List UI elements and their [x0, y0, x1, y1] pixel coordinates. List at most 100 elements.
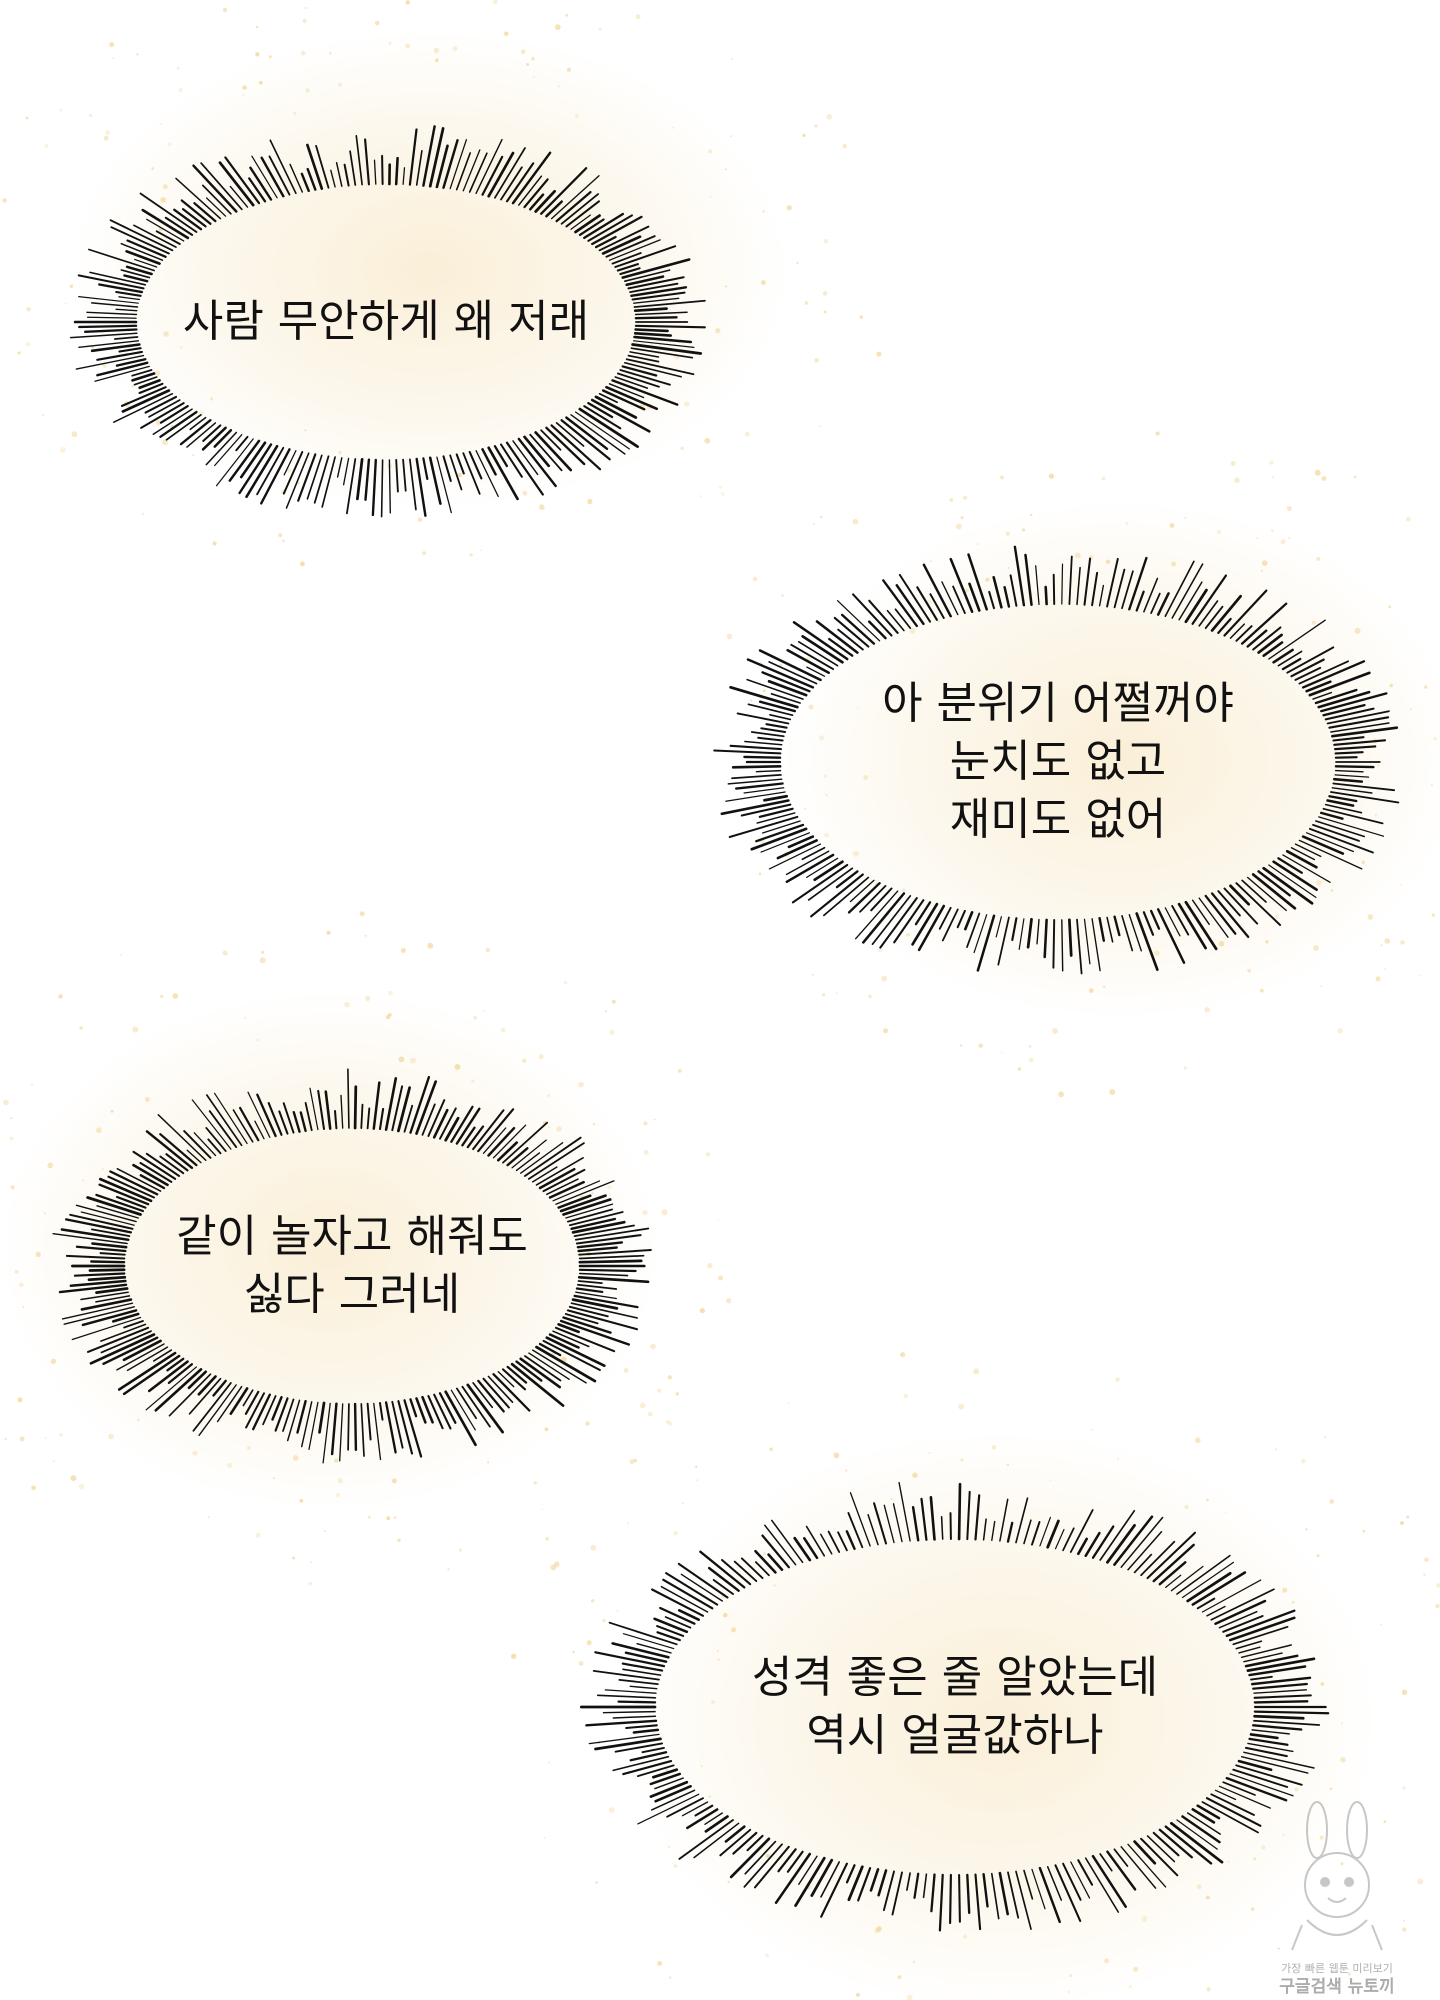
sparkle-dot [388, 41, 392, 45]
burst-line [755, 1561, 770, 1577]
sparkle-dot [159, 122, 162, 125]
sparkle-dot [447, 1568, 450, 1571]
burst-line [123, 1320, 144, 1329]
burst-line [391, 1400, 404, 1449]
burst-line [366, 1107, 371, 1130]
burst-line [949, 1873, 952, 1925]
sparkle-dot [471, 1079, 475, 1083]
burst-line [1135, 912, 1159, 971]
sparkle-dot [750, 699, 753, 702]
burst-line [625, 358, 695, 376]
burst-line [605, 385, 659, 411]
sparkle-dot [557, 85, 561, 88]
sparkle-dot [1260, 569, 1264, 572]
burst-line [1244, 1746, 1288, 1758]
burst-line [403, 1104, 414, 1133]
bubble-3-line-2: 싫다 그러네 [243, 1269, 461, 1320]
burst-line [186, 422, 217, 448]
sparkle-dot [902, 888, 906, 892]
burst-line [157, 1114, 207, 1161]
sparkle-dot [1196, 1884, 1202, 1889]
burst-line [98, 283, 144, 294]
burst-line [1324, 803, 1363, 814]
burst-line [254, 1120, 265, 1140]
burst-line [552, 1180, 601, 1202]
burst-line [750, 731, 785, 738]
sparkle-dot [657, 1961, 662, 1966]
sparkle-dot [765, 1853, 771, 1859]
burst-line [578, 407, 639, 448]
burst-line [245, 444, 279, 499]
burst-line [116, 1343, 165, 1371]
sparkle-dot [454, 1064, 461, 1070]
burst-line [883, 1504, 895, 1544]
burst-layer [52, 125, 1400, 1932]
sparkle-dot [730, 58, 733, 61]
sparkle-dot [1115, 1377, 1120, 1382]
burst-line [330, 169, 336, 188]
sparkle-dot [716, 1219, 719, 1221]
sparkle-dot [338, 82, 343, 87]
sparkle-dot [247, 1446, 251, 1451]
sparkle-dot [1218, 940, 1225, 947]
burst-line [1140, 1540, 1176, 1577]
watermark-line-1: 가장 빠른 웹툰 미리보기 [1281, 1962, 1393, 1975]
sparkle-dot [212, 541, 217, 546]
burst-line [1091, 1525, 1115, 1559]
sparkle-dot [572, 1650, 575, 1654]
burst-line [1214, 1599, 1267, 1625]
burst-line [1061, 919, 1064, 972]
burst-line [534, 189, 556, 213]
burst-line [391, 1085, 404, 1132]
sparkle-dot [522, 490, 528, 496]
burst-line [132, 1163, 169, 1187]
burst-line [1235, 1640, 1263, 1650]
sparkle-dot [538, 1054, 544, 1060]
burst-line [720, 799, 790, 816]
burst-line [746, 1834, 764, 1852]
burst-line [1054, 1864, 1082, 1922]
burst-line [89, 271, 147, 286]
burst-line [94, 365, 150, 382]
burst-line [1184, 900, 1218, 951]
burst-line [95, 1287, 129, 1294]
sparkle-dot [1324, 1435, 1327, 1439]
burst-line [102, 1336, 159, 1366]
burst-line [991, 1520, 996, 1542]
burst-line [731, 764, 782, 769]
sparkle-dot [1272, 476, 1275, 479]
burst-line [1333, 739, 1387, 746]
burst-line [906, 1872, 911, 1891]
burst-line [1235, 882, 1282, 926]
sparkle-dot [802, 133, 806, 137]
burst-line [436, 456, 452, 514]
sparkle-dot [1402, 1786, 1406, 1790]
sparkle-dot [958, 1403, 965, 1410]
sparkle-dot [1400, 1521, 1404, 1526]
burst-line [109, 219, 174, 252]
burst-line [179, 419, 212, 446]
burst-line [482, 1127, 507, 1154]
sparkle-dot [668, 1845, 671, 1848]
sparkle-dot [359, 911, 365, 917]
burst-line [624, 362, 682, 378]
sparkle-dot [82, 1179, 85, 1182]
sparkle-dot [1354, 627, 1361, 634]
burst-line [576, 1241, 624, 1249]
sparkle-dot [1206, 1498, 1209, 1502]
sparkle-dot [1058, 1091, 1064, 1098]
sparkle-dot [1321, 476, 1327, 481]
sparkle-dot [665, 1768, 669, 1772]
burst-line [353, 1402, 358, 1452]
sparkle-dot [960, 515, 964, 520]
burst-line [810, 1858, 834, 1897]
burst-line [1326, 799, 1355, 807]
burst-line [656, 1631, 681, 1642]
burst-line [444, 1390, 477, 1447]
sparkle-dot [591, 1192, 594, 1195]
burst-line [611, 379, 679, 406]
burst-line [132, 1150, 177, 1180]
sparkle-dot [976, 543, 979, 546]
burst-line [630, 286, 688, 298]
burst-line [767, 1553, 784, 1571]
